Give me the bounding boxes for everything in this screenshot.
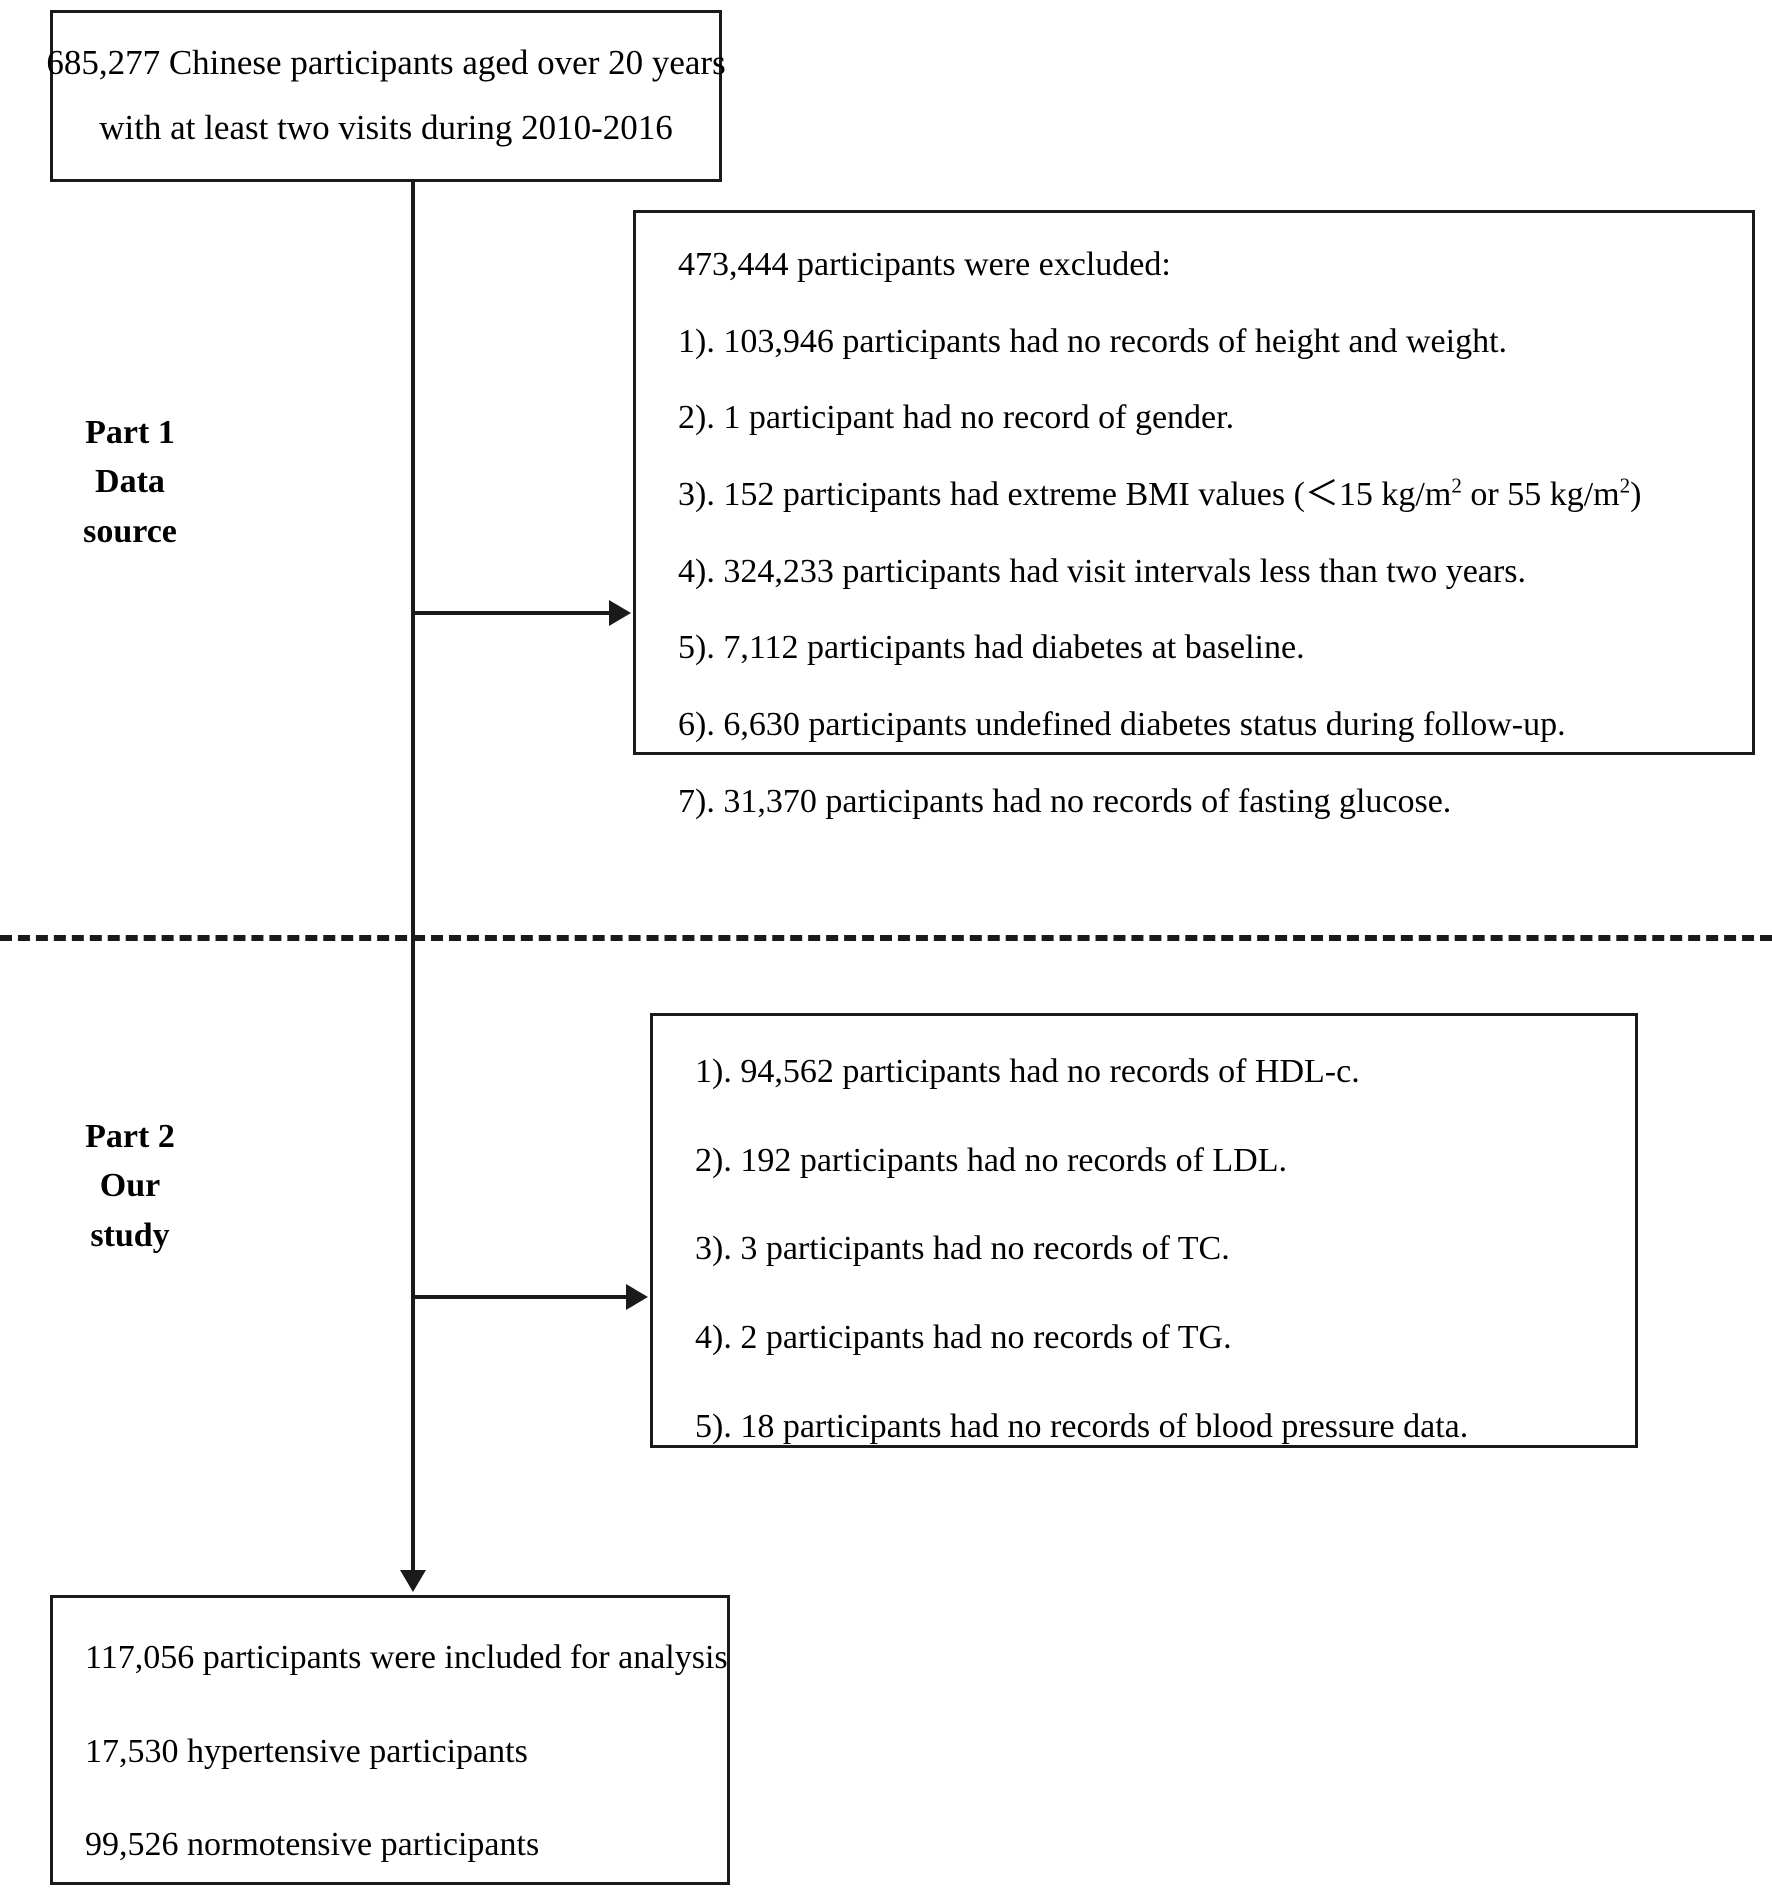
final-line-1: 117,056 participants were included for a… [85,1639,728,1676]
part1-label: Part 1 Data source [30,408,230,556]
part1-exclusion-item-7: 7). 31,370 participants had no records o… [678,782,1452,820]
branch-connector-part1 [411,611,611,615]
part1-exclusion-header: 473,444 participants were excluded: [678,246,1171,283]
final-line-2: 17,530 hypertensive participants [85,1732,528,1770]
part2-exclusion-item-3: 3). 3 participants had no records of TC. [695,1230,1230,1268]
part2-label: Part 2 Our study [30,1112,230,1260]
spine-arrowhead-icon [400,1570,426,1592]
part2-label-line-1: Part 2 [85,1118,175,1155]
branch1-arrowhead-icon [609,600,631,626]
part1-exclusion-box: 473,444 participants were excluded: 1). … [633,210,1755,819]
part2-exclusion-item-5: 5). 18 participants had no records of bl… [695,1407,1469,1445]
source-population-line-2: with at least two visits during 2010-201… [99,108,673,147]
bmi-sup-2: 2 [1619,473,1631,498]
part2-exclusion-item-4: 4). 2 participants had no records of TG. [695,1319,1232,1357]
bmi-suffix: ) [1630,476,1642,514]
main-spine-connector [411,182,415,1572]
bmi-prefix: 3). 152 participants had extreme BMI val… [678,476,1452,514]
part1-exclusion-item-4: 4). 324,233 participants had visit inter… [678,552,1526,590]
part2-exclusion-item-2: 2). 192 participants had no records of L… [695,1141,1287,1179]
part1-label-line-3: source [83,512,177,550]
part2-label-line-3: study [90,1216,170,1254]
part2-label-line-2: Our [99,1167,161,1205]
bmi-sup-1: 2 [1451,473,1462,498]
source-population-box: 685,277 Chinese participants aged over 2… [46,10,726,182]
part1-exclusion-item-3: 3). 152 participants had extreme BMI val… [678,473,1752,514]
branch-connector-part2 [411,1295,628,1299]
part2-exclusion-box: 1). 94,562 participants had no records o… [650,1013,1638,1448]
part1-label-line-2: Data [95,463,165,501]
branch2-arrowhead-icon [626,1284,648,1310]
part1-exclusion-item-1: 1). 103,946 participants had no records … [678,322,1508,360]
part2-exclusion-item-1: 1). 94,562 participants had no records o… [695,1053,1360,1090]
part1-exclusion-item-2: 2). 1 participant had no record of gende… [678,399,1235,437]
part1-label-line-1: Part 1 [85,414,175,451]
part1-exclusion-item-6: 6). 6,630 participants undefined diabete… [678,706,1566,744]
part1-exclusion-item-5: 5). 7,112 participants had diabetes at b… [678,629,1305,667]
bmi-middle: or 55 kg/m [1461,476,1620,514]
final-line-3: 99,526 normotensive participants [85,1826,540,1864]
source-population-line-1: 685,277 Chinese participants aged over 2… [46,43,726,83]
final-analysis-box: 117,056 participants were included for a… [50,1595,730,1885]
section-divider [0,935,1772,941]
